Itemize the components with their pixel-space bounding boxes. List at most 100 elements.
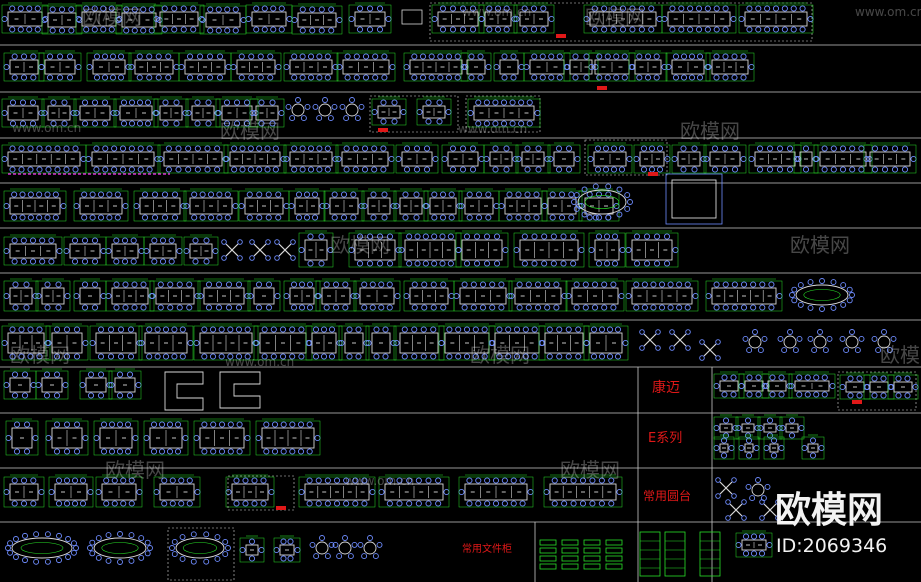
table-top [473,105,535,121]
chair [730,374,737,381]
chair [123,6,130,13]
chair [378,304,385,311]
chair [309,541,316,548]
table-top [229,151,281,167]
chair [158,448,166,455]
chair [131,281,138,288]
chair [475,500,482,507]
chair [510,500,517,507]
chair [382,326,389,333]
dimension-frame [371,98,407,126]
dimension-frame [395,144,439,174]
square-table [671,179,717,219]
cross-workstation-block [669,329,691,351]
chair [352,145,359,152]
chair [807,279,814,286]
dimension-frame [3,280,39,312]
chair [44,558,51,565]
chair [519,500,526,507]
chair [29,120,37,127]
chair [141,191,149,198]
chair [111,477,118,484]
cabinet-drawer [583,547,601,554]
chair [147,545,153,551]
table-top [553,151,575,167]
chair [510,477,517,484]
table-top [236,59,276,75]
chair [847,375,854,382]
chair [430,304,437,311]
conference-table-block [73,278,107,312]
chair [324,145,331,152]
chair [108,5,115,12]
chair [373,326,380,333]
chair [669,345,675,351]
dimension-frame [738,373,770,399]
chair [500,99,508,106]
chair [830,304,837,311]
chair [463,260,471,267]
chair [447,260,454,267]
chair [352,477,359,484]
table-top [404,239,456,261]
chair [290,255,296,261]
chair [871,375,878,382]
table-top [763,423,777,433]
chair [483,233,491,240]
chair [669,329,675,335]
chair [272,166,279,173]
chair [561,477,568,484]
chair [150,421,158,428]
chair [30,500,37,507]
chair [23,281,30,288]
chair [171,353,178,360]
chair [653,53,660,60]
chair [11,500,18,507]
watermark-brand: 欧模网 [680,119,740,143]
chair [128,166,135,173]
table-top [279,544,295,556]
table-top [869,151,911,167]
chair [431,191,438,198]
chair [224,27,231,34]
chair [81,191,88,198]
chair [53,448,61,455]
table-top [549,483,617,501]
chair [492,145,499,152]
chair [225,545,231,551]
watermark-brand: 欧模网 [470,343,530,367]
dimension-frame [458,476,534,508]
conference-table-block [455,230,509,268]
cabinet-drawer [539,539,557,546]
chair [58,27,66,34]
conference-table-block [588,230,626,268]
chair [890,335,897,342]
chair [63,326,71,333]
chair [328,353,336,360]
chair [97,353,105,360]
chair [725,515,731,521]
chair [95,554,102,561]
chair [749,495,756,502]
conference-table-block [416,96,452,126]
chair [167,304,174,311]
chair [575,326,582,333]
chair [216,191,223,198]
chair [108,26,115,33]
chair [598,353,606,360]
chair [653,260,661,267]
chair [376,541,383,548]
table-top [41,287,65,305]
dimension-frame [73,190,129,222]
chair [203,237,210,244]
chair [356,26,364,33]
chair [261,353,268,360]
chair [312,326,320,333]
table-top [9,287,33,305]
chair [415,500,422,507]
table-top [799,151,813,167]
chair [119,145,127,152]
conference-table-block [757,414,783,440]
chair [759,304,766,311]
